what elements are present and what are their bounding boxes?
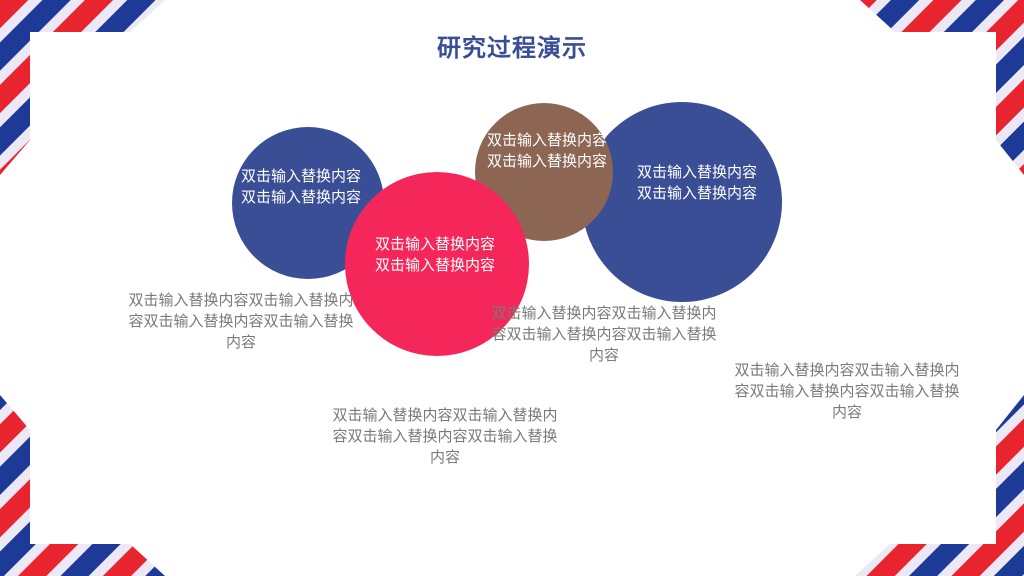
- circle-text-navy-left: 双击输入替换内容双击输入替换内容: [241, 167, 362, 206]
- stripe-corner-top-right: [860, 0, 1024, 175]
- description-2: 双击输入替换内容双击输入替换内容双击输入替换内容双击输入替换内容: [491, 304, 717, 364]
- circle-text-brown: 双击输入替换内容双击输入替换内容: [487, 131, 608, 170]
- circle-text-navy-right: 双击输入替换内容双击输入替换内容: [637, 163, 758, 202]
- circle-crimson: [345, 172, 529, 356]
- description-1: 双击输入替换内容双击输入替换内容双击输入替换内容双击输入替换内容: [128, 291, 354, 351]
- circle-navy-right: [582, 102, 782, 302]
- stripe-corner-bottom-left: [0, 395, 165, 576]
- stripe-corner-bottom-right: [855, 395, 1024, 576]
- description-4: 双击输入替换内容双击输入替换内容双击输入替换内容双击输入替换内容: [332, 406, 558, 466]
- description-3: 双击输入替换内容双击输入替换内容双击输入替换内容双击输入替换内容: [734, 361, 960, 421]
- stripe-corner-top-left: [0, 0, 165, 175]
- page-title: 研究过程演示: [437, 34, 587, 62]
- circle-text-crimson: 双击输入替换内容双击输入替换内容: [375, 235, 496, 274]
